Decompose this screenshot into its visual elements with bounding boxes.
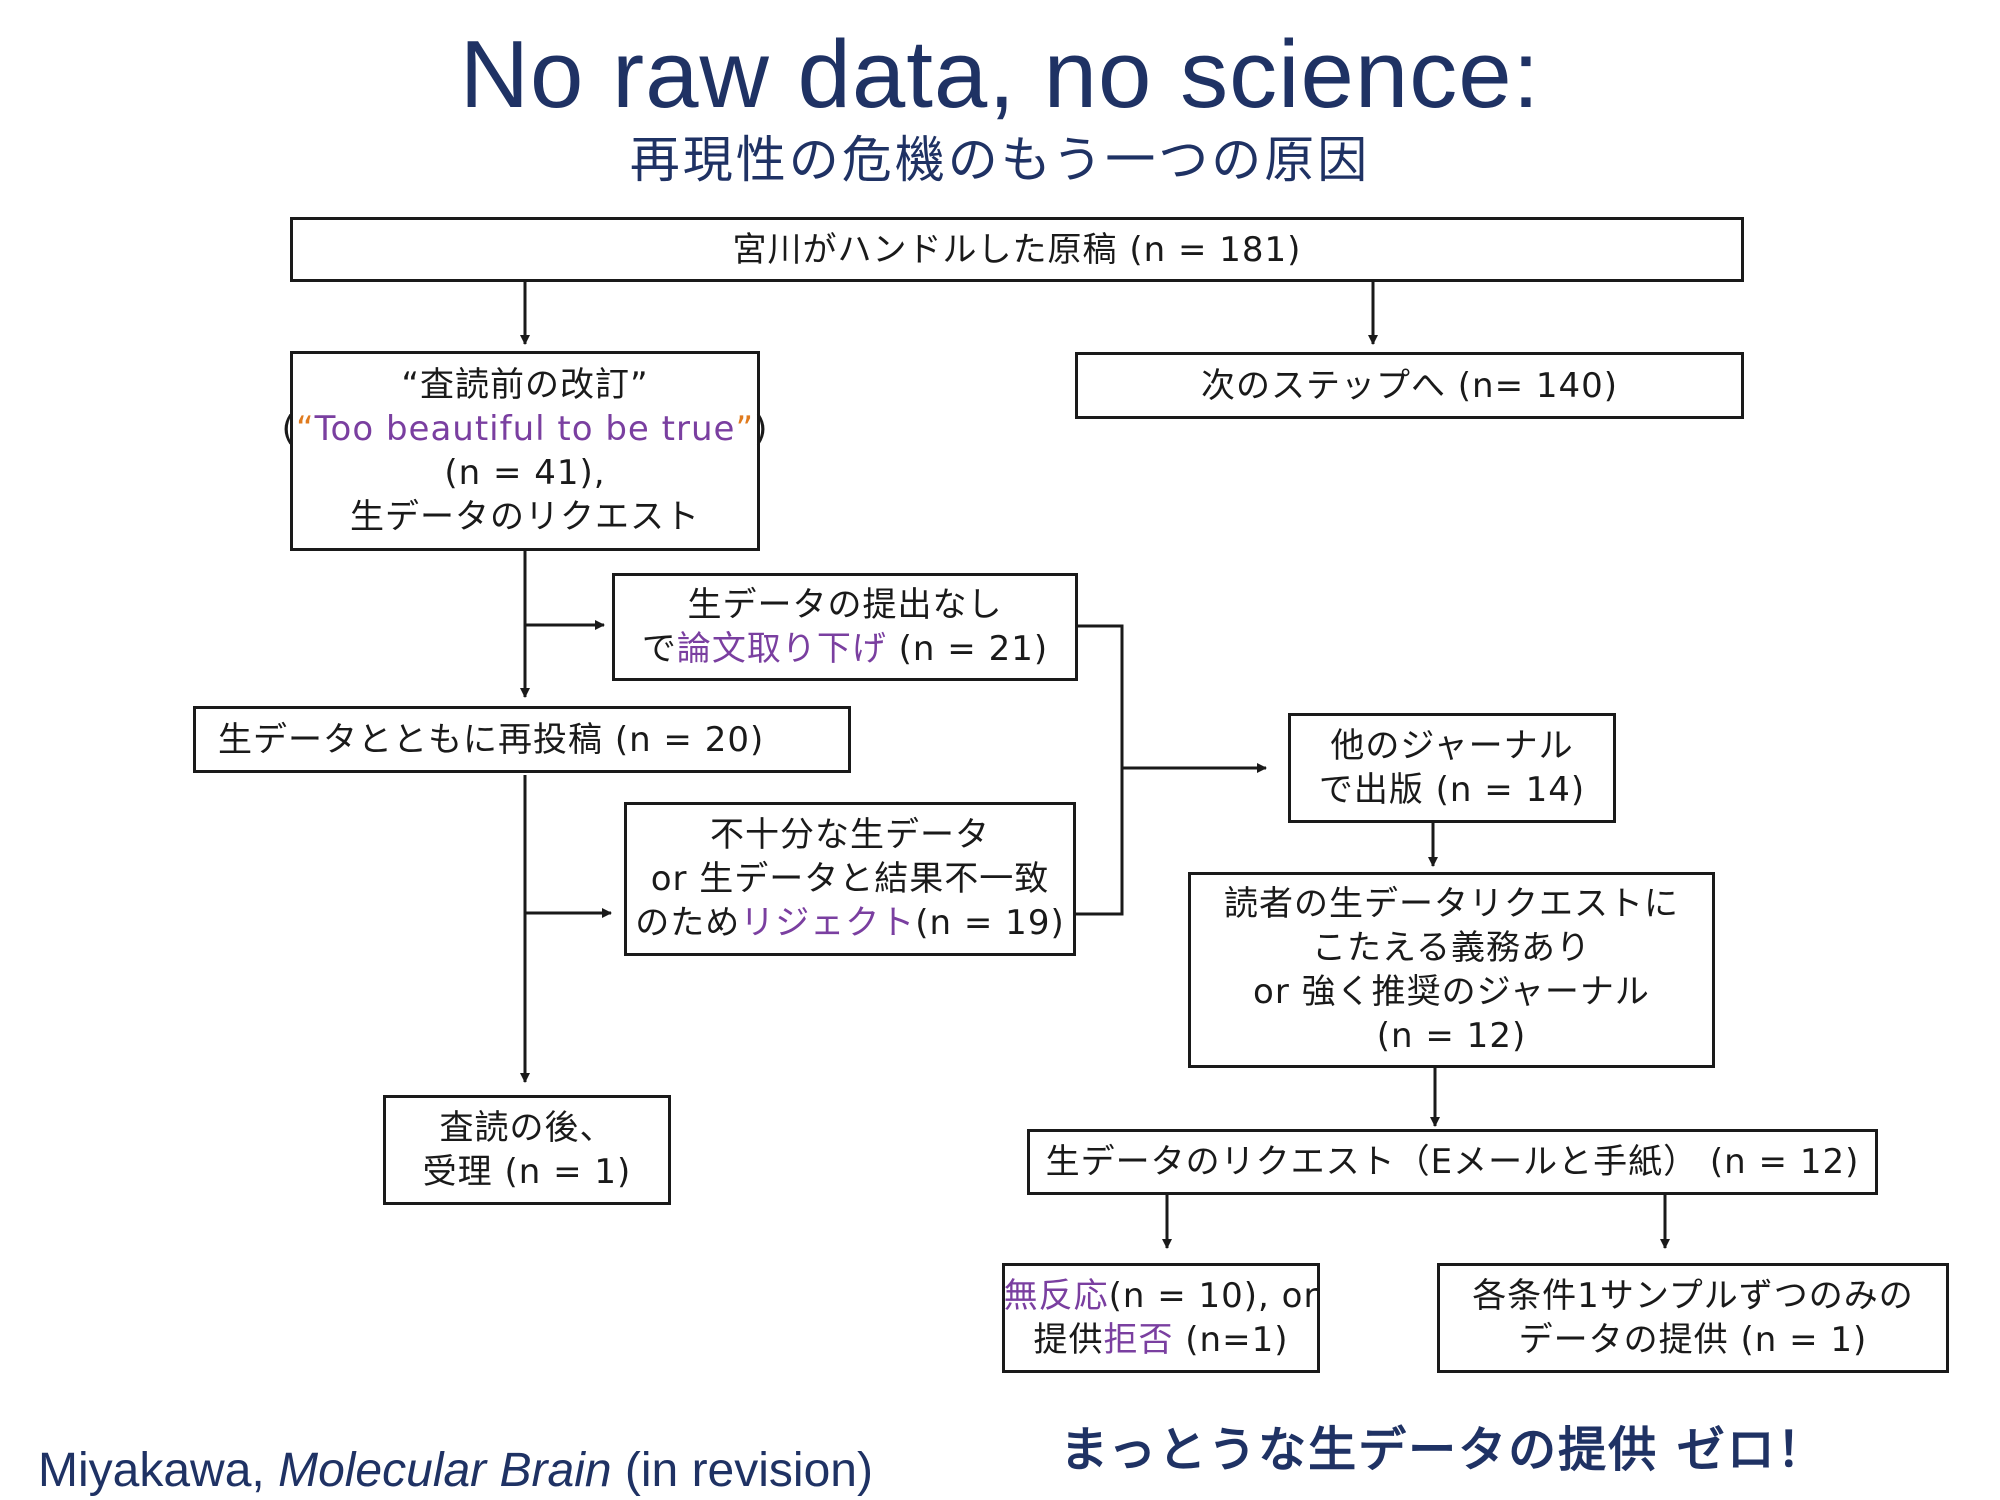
- node-accepted-count: (n = 1): [504, 1152, 632, 1192]
- node-manuscripts-count: (n = 181): [1129, 229, 1302, 270]
- node-revise-open-paren: (: [281, 409, 296, 449]
- node-revise-close-paren: ): [754, 409, 769, 449]
- node-revise-highlight: Too beautiful to be true: [314, 409, 736, 449]
- node-revise-quote-open: “: [295, 409, 315, 449]
- node-resubmitted: 生データとともに再投稿 (n = 20): [193, 706, 851, 773]
- node-accepted-line2: 受理: [422, 1152, 493, 1192]
- node-data-request: 生データのリクエスト（Eメールと手紙） (n = 12): [1027, 1129, 1878, 1195]
- node-obligated-line3: or 強く推奨のジャーナル: [1253, 972, 1650, 1012]
- node-one-sample: 各条件1サンプルずつのみの データの提供 (n = 1): [1437, 1263, 1949, 1373]
- page-subtitle: 再現性の危機のもう一つの原因: [629, 131, 1371, 189]
- node-data-request-count: (n = 12): [1709, 1142, 1860, 1182]
- node-revise-count: (n = 41),: [444, 453, 606, 493]
- citation: Miyakawa, Molecular Brain (in revision): [38, 1443, 873, 1498]
- node-withdrawn: 生データの提出なし で論文取り下げ (n = 21): [612, 573, 1078, 681]
- node-obligated-count: (n = 12): [1376, 1016, 1527, 1056]
- node-revise-quote-close: ”: [735, 409, 755, 449]
- node-manuscripts: 宮川がハンドルした原稿 (n = 181): [290, 217, 1744, 282]
- citation-status: (in revision): [624, 1444, 873, 1497]
- node-next-step: 次のステップへ (n= 140): [1075, 352, 1744, 419]
- node-one-sample-line2: データの提供: [1518, 1320, 1729, 1360]
- node-revise-line4: 生データのリクエスト: [350, 497, 700, 537]
- node-next-step-count: (n= 140): [1457, 365, 1619, 406]
- node-next-step-text: 次のステップへ: [1200, 365, 1446, 406]
- node-resubmitted-text: 生データとともに再投稿: [218, 719, 603, 760]
- node-obligated-line2: こたえる義務あり: [1312, 928, 1591, 968]
- node-no-response-prefix2: 提供: [1033, 1320, 1104, 1360]
- node-no-response-count2: (n=1): [1185, 1320, 1289, 1360]
- node-revise-line1: “査読前の改訂”: [401, 365, 649, 405]
- node-one-sample-count: (n = 1): [1740, 1320, 1868, 1360]
- connector-withdrawn-bracket: [1074, 624, 1124, 916]
- node-data-request-text: 生データのリクエスト（Eメールと手紙）: [1045, 1142, 1699, 1182]
- node-rejected-line2: or 生データと結果不一致: [650, 859, 1050, 899]
- node-withdrawn-highlight: 論文取り下げ: [676, 629, 887, 669]
- node-one-sample-line1: 各条件1サンプルずつのみの: [1472, 1276, 1914, 1316]
- node-no-response-count1: (n = 10), or: [1108, 1276, 1319, 1316]
- node-rejected-prefix: のため: [635, 903, 741, 943]
- node-resubmitted-count: (n = 20): [614, 719, 765, 760]
- node-obligated-journals: 読者の生データリクエストに こたえる義務あり or 強く推奨のジャーナル (n …: [1188, 872, 1715, 1068]
- node-other-journals-count: (n = 14): [1435, 770, 1586, 810]
- node-no-response-highlight1: 無反応: [1003, 1276, 1109, 1316]
- node-other-journals: 他のジャーナル で出版 (n = 14): [1288, 713, 1616, 823]
- node-accepted-line1: 査読の後、: [439, 1108, 615, 1148]
- node-accepted: 査読の後、 受理 (n = 1): [383, 1095, 671, 1205]
- node-withdrawn-prefix: で: [641, 629, 677, 669]
- node-no-response: 無反応(n = 10), or 提供拒否 (n=1): [1002, 1263, 1320, 1373]
- node-other-journals-line1: 他のジャーナル: [1330, 726, 1574, 766]
- node-revise-before-review: “査読前の改訂” (“Too beautiful to be true”) (n…: [282, 351, 767, 551]
- page-title: No raw data, no science:: [459, 21, 1541, 128]
- citation-journal: Molecular Brain: [278, 1444, 612, 1497]
- node-no-response-highlight2: 拒否: [1103, 1320, 1174, 1360]
- node-rejected-count: (n = 19): [915, 903, 1065, 943]
- citation-author: Miyakawa,: [38, 1444, 265, 1497]
- node-withdrawn-line1: 生データの提出なし: [687, 585, 1003, 625]
- node-other-journals-line2: で出版: [1318, 770, 1424, 810]
- node-obligated-line1: 読者の生データリクエストに: [1224, 884, 1679, 924]
- node-manuscripts-text: 宮川がハンドルした原稿: [732, 229, 1118, 270]
- node-withdrawn-count: (n = 21): [898, 629, 1049, 669]
- node-rejected: 不十分な生データ or 生データと結果不一致 のためリジェクト(n = 19): [624, 802, 1076, 956]
- node-rejected-highlight: リジェクト: [740, 903, 916, 943]
- node-rejected-line1: 不十分な生データ: [710, 815, 990, 855]
- conclusion-text: まっとうな生データの提供 ゼロ！: [1060, 1422, 1827, 1478]
